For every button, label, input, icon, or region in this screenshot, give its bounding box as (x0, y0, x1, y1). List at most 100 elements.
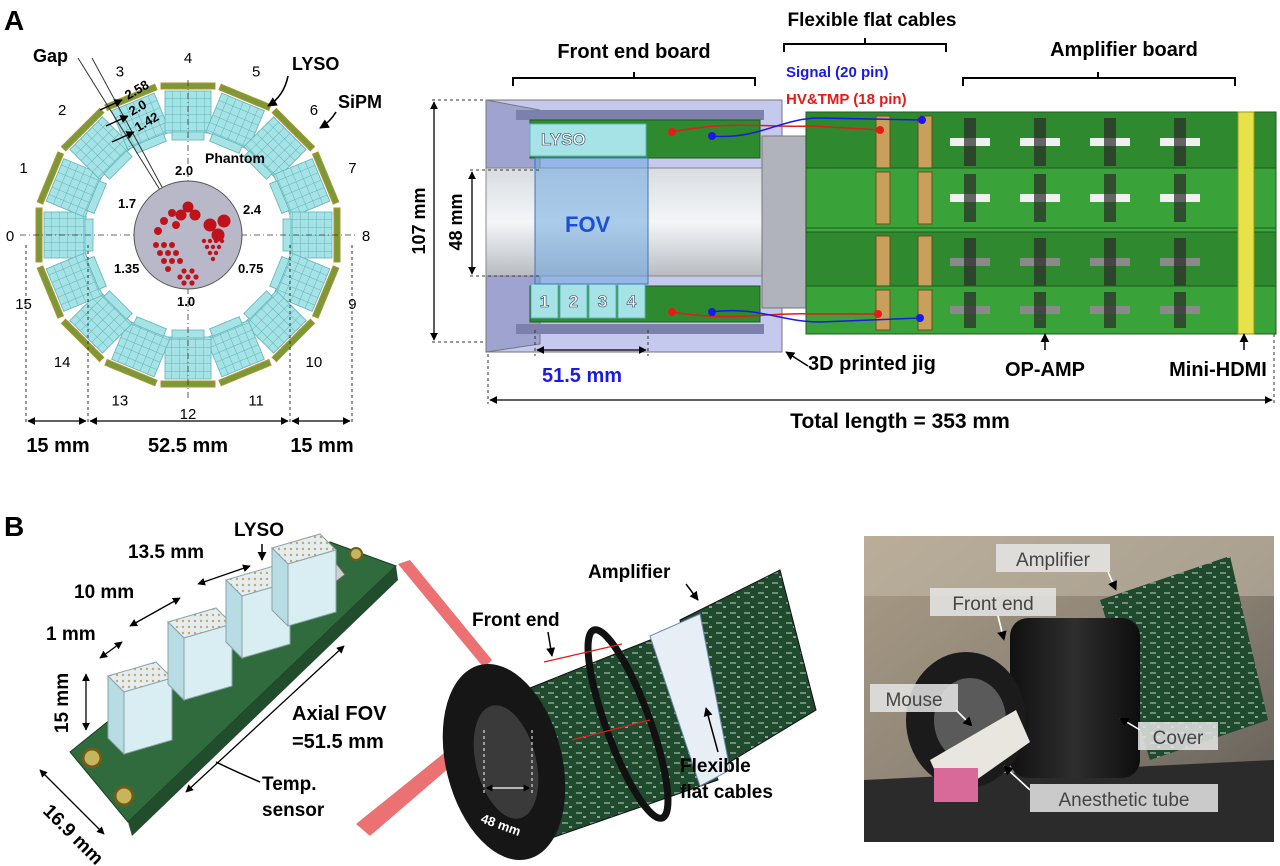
lyso-cube-front (183, 623, 233, 701)
photo-mouse-label: Mouse (885, 690, 942, 711)
phantom-disk (133, 180, 243, 290)
phantom-label: Phantom (205, 150, 265, 166)
ring-module (36, 252, 107, 319)
module-crystal-front (243, 150, 273, 180)
temp-sensor-2: sensor (262, 800, 325, 821)
phantom-rod (185, 274, 191, 280)
photo-cover-arrow (1119, 717, 1141, 731)
rod-size-0: 2.0 (175, 163, 193, 178)
opamp-chip (1034, 292, 1046, 328)
mount-hole-1 (81, 747, 103, 769)
phantom-rod (172, 221, 180, 229)
phantom-rod (189, 280, 195, 286)
photo-cover (1010, 618, 1140, 778)
jig-arrow (785, 351, 809, 367)
axial-fov-2: =51.5 mm (292, 731, 384, 753)
amplifier-connector (875, 171, 891, 225)
phantom-rod (177, 258, 183, 264)
photo-front-end-label: Front end (952, 594, 1033, 615)
phantom-rod (210, 244, 216, 250)
module-number-label: 4 (184, 50, 192, 67)
dim-107: 107 mm (409, 187, 429, 254)
lyso-cube-front (123, 677, 173, 755)
panel-label-b: B (4, 511, 24, 542)
signal-cable-bottom (709, 309, 921, 323)
amplifier-connector (875, 289, 891, 331)
phantom-rod (204, 244, 210, 250)
signal-dot-2 (918, 116, 926, 124)
hv-label: HV&TMP (18 pin) (786, 91, 907, 108)
ring-module (60, 107, 133, 180)
photo-cover-label: Cover (1153, 728, 1204, 749)
module-sipm-board (271, 107, 316, 152)
detector-module (69, 533, 398, 836)
crystal-number-label: 1 (540, 292, 549, 311)
module-number-label: 11 (248, 392, 264, 409)
dim-1: 1 mm (46, 624, 96, 645)
module-number-label: 8 (362, 228, 370, 245)
ring-module (104, 316, 171, 387)
flex-cable-bracket (783, 38, 947, 52)
module-number-label: 12 (180, 406, 197, 423)
amplifier-connector (917, 115, 933, 169)
dim-13-5-arrow (197, 564, 251, 586)
amplifier-connector (917, 171, 933, 225)
layer-arrow-2 (111, 131, 135, 143)
phantom-rod (153, 242, 159, 248)
lyso-crystal (559, 283, 588, 319)
photo-mouse-arrow (955, 709, 973, 727)
opamp-chip (1174, 238, 1186, 286)
hv-cable-top (671, 124, 881, 133)
module-number-label: 9 (348, 296, 356, 313)
crystal-number-label: 2 (569, 292, 578, 311)
module-crystal-front (86, 180, 107, 214)
ring-module (205, 316, 272, 387)
module-sipm-board (311, 151, 340, 205)
amplifier-connector (917, 289, 933, 331)
dim-48: 48 mm (446, 193, 466, 250)
axial-fov-arrow (185, 645, 345, 793)
dim-1-arrow (99, 641, 123, 659)
phantom-rod (193, 274, 199, 280)
rod-size-5: 1.0 (177, 294, 195, 309)
signal-cable-top (709, 117, 923, 138)
front-end-bracket (512, 72, 756, 86)
ring-module (269, 252, 340, 319)
mount-hole-2 (113, 785, 135, 807)
phantom-rod (207, 250, 213, 256)
flex-cables-label: Flexible flat cables (788, 10, 957, 31)
phantom-rod (169, 258, 175, 264)
rod-size-1: 2.4 (243, 202, 262, 217)
dim-10: 10 mm (74, 582, 134, 603)
ring-module (243, 290, 316, 363)
phantom-rod (207, 238, 213, 244)
dim-10-arrow (129, 597, 181, 627)
amplifier-connector (875, 115, 891, 169)
module-sipm-board (36, 151, 65, 205)
temp-sensor-pointer (215, 761, 261, 783)
ring-module (269, 151, 340, 218)
ring-module (36, 151, 107, 218)
module-crystal-front (269, 180, 290, 214)
module-number-label: 15 (15, 296, 32, 313)
photo-tube-arrow (1003, 765, 1031, 791)
lyso-crystals-bottom (530, 283, 646, 319)
collar (761, 135, 807, 309)
module-number-label: 1 (19, 160, 27, 177)
fov-box (534, 157, 649, 285)
module-number-label: 13 (112, 392, 129, 409)
signal-label: Signal (20 pin) (786, 64, 889, 81)
opamp-chip (1104, 118, 1116, 166)
module-number-label: 0 (6, 228, 14, 245)
phantom-rod (213, 238, 219, 244)
phantom-rod (213, 250, 219, 256)
phantom-rod (189, 268, 195, 274)
scanner-side-view (485, 99, 1277, 353)
photo-amplifier-arrow (1107, 571, 1117, 591)
module-crystal-front (269, 256, 290, 290)
axial-fov-1: Axial FOV (292, 703, 387, 725)
ring-module (60, 290, 133, 363)
opamp-chip (1174, 292, 1186, 328)
amplifier-connector (917, 235, 933, 289)
lyso-crystal (530, 283, 559, 319)
